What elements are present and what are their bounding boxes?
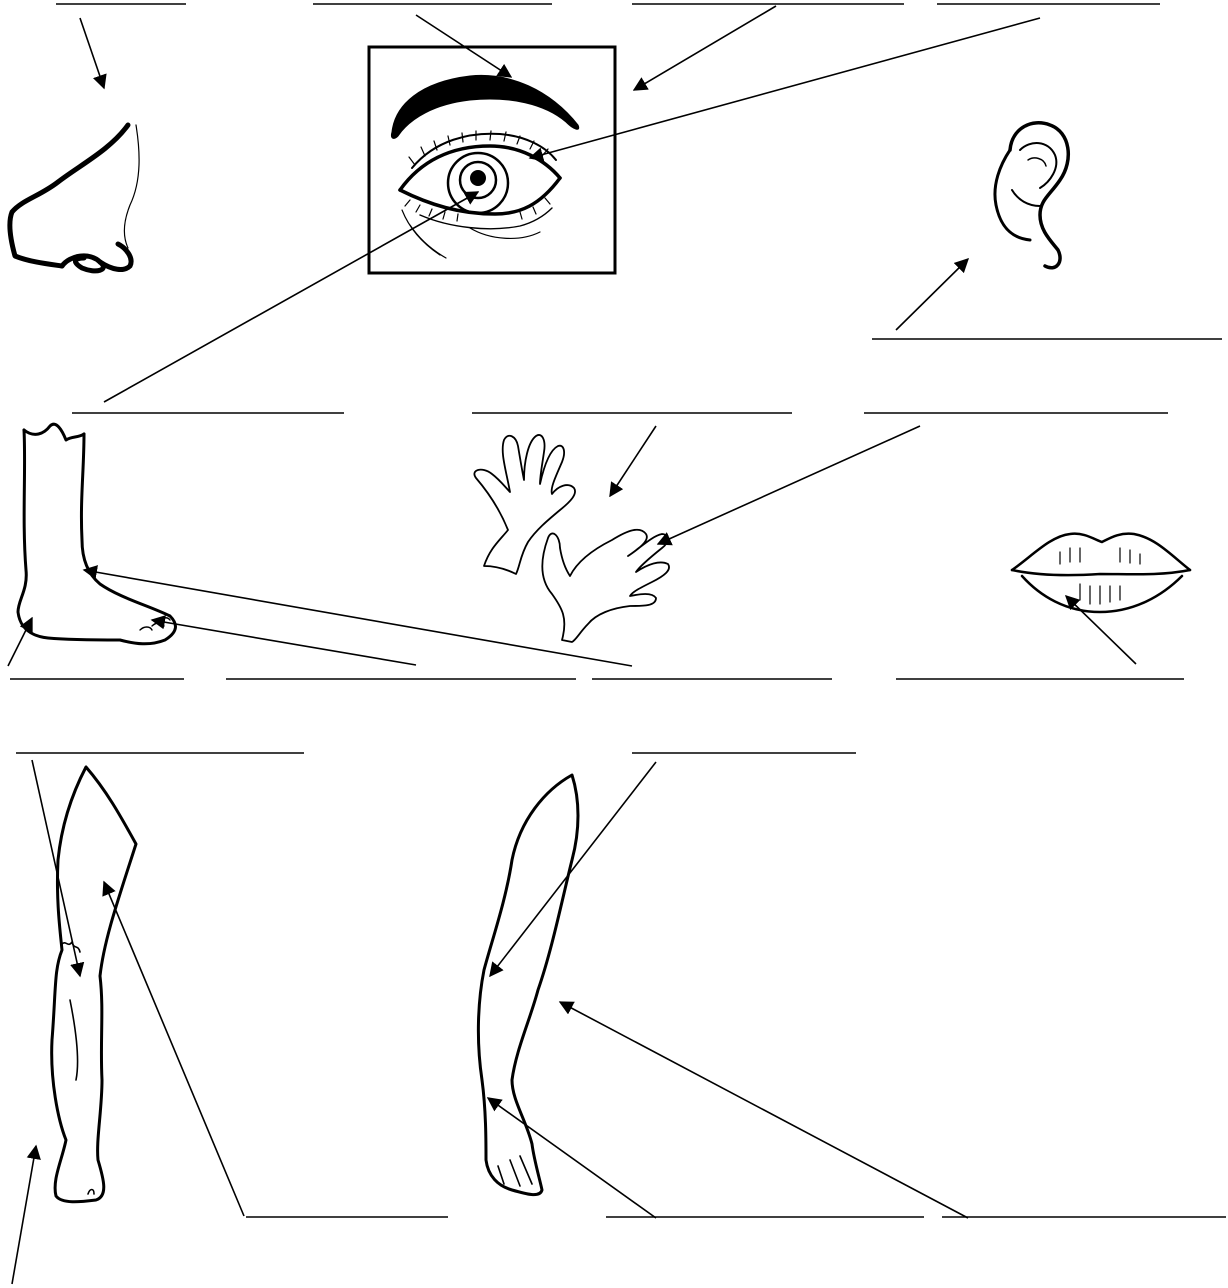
- arrow-pupil: [104, 192, 478, 402]
- eyebrow-drawing: [391, 75, 578, 138]
- ear-icon: [995, 123, 1068, 268]
- foot-icon: [18, 424, 175, 644]
- leg-icon: [52, 767, 136, 1202]
- arrow-elbow: [490, 762, 656, 976]
- arrow-mouth: [1066, 596, 1136, 664]
- arrow-face: [634, 6, 776, 90]
- arrow-toes: [152, 620, 416, 665]
- arrow-finger: [658, 426, 920, 544]
- arrow-thigh: [104, 882, 244, 1216]
- arrow-wrist: [488, 1098, 656, 1218]
- arrow-ear: [896, 259, 968, 330]
- arrow-eyelashes: [530, 18, 1040, 158]
- lips-icon: [1012, 534, 1190, 612]
- arrow-heel: [8, 618, 32, 666]
- arrow-leg: [12, 1146, 36, 1284]
- arrow-forearm: [560, 1002, 968, 1218]
- arrow-hand: [610, 426, 656, 496]
- nose-icon: [10, 125, 139, 271]
- arrow-nose: [80, 18, 104, 88]
- arm-icon: [478, 775, 578, 1195]
- eye-icon: [369, 47, 615, 273]
- hands-icon: [474, 435, 669, 642]
